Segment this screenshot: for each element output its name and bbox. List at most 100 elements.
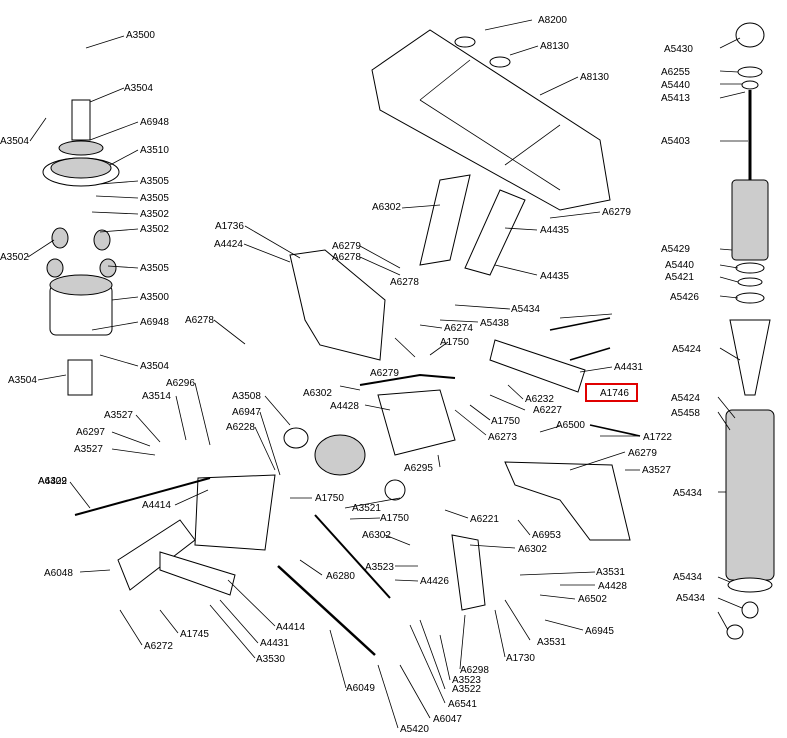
part-label-a6302: A6302 [303, 388, 332, 399]
part-label-a6221: A6221 [470, 514, 499, 525]
part-label-a3504: A3504 [8, 375, 37, 386]
part-label-a3504: A3504 [140, 361, 169, 372]
part-label-a5413: A5413 [661, 93, 690, 104]
part-label-a6948: A6948 [140, 317, 169, 328]
part-label-a3530: A3530 [256, 654, 285, 665]
part-label-a3508: A3508 [232, 391, 261, 402]
part-label-a3500: A3500 [126, 30, 155, 41]
part-label-a5434: A5434 [511, 304, 540, 315]
part-label-a5434: A5434 [673, 572, 702, 583]
part-label-a6048: A6048 [44, 568, 73, 579]
part-label-a3514: A3514 [142, 391, 171, 402]
part-label-a1722: A1722 [643, 432, 672, 443]
part-label-a3531: A3531 [537, 637, 566, 648]
part-label-a6273: A6273 [488, 432, 517, 443]
part-label-a1730: A1730 [506, 653, 535, 664]
part-label-a8130: A8130 [540, 41, 569, 52]
part-label-a6278: A6278 [185, 315, 214, 326]
part-label-a1745: A1745 [180, 629, 209, 640]
part-label-a6298: A6298 [460, 665, 489, 676]
part-label-a6502: A6502 [578, 594, 607, 605]
part-label-a3522: A3522 [452, 684, 481, 695]
part-label-a4428: A4428 [330, 401, 359, 412]
part-label-a3502: A3502 [140, 224, 169, 235]
part-label-a3502: A3502 [0, 252, 29, 263]
part-label-a3505: A3505 [140, 193, 169, 204]
part-label-a5429: A5429 [661, 244, 690, 255]
part-label-a3527: A3527 [104, 410, 133, 421]
part-label-a3505: A3505 [140, 263, 169, 274]
parts-illustrations [42, 22, 775, 656]
part-label-a6049: A6049 [346, 683, 375, 694]
part-label-a5424: A5424 [672, 344, 701, 355]
part-label-a5430: A5430 [664, 44, 693, 55]
part-label-a4435: A4435 [540, 225, 569, 236]
part-label-a1750: A1750 [491, 416, 520, 427]
part-label-a6953: A6953 [532, 530, 561, 541]
part-labels: A3500A3504A3504A6948A3510A3505A3505A3502… [0, 15, 705, 735]
part-label-a4431: A4431 [260, 638, 289, 649]
part-label-a6947: A6947 [232, 407, 261, 418]
part-label-a3523: A3523 [452, 675, 481, 686]
part-label-a4431: A4431 [614, 362, 643, 373]
part-label-a6948: A6948 [140, 117, 169, 128]
part-label-a4429: A4429 [38, 476, 67, 487]
part-label-a5420: A5420 [400, 724, 429, 735]
part-label-a5440: A5440 [661, 80, 690, 91]
part-label-a4435: A4435 [540, 271, 569, 282]
part-label-a4426: A4426 [420, 576, 449, 587]
part-label-a8130: A8130 [580, 72, 609, 83]
part-label-a5458: A5458 [671, 408, 700, 419]
part-label-a6302: A6302 [372, 202, 401, 213]
part-label-a6228: A6228 [226, 422, 255, 433]
part-label-a3505: A3505 [140, 176, 169, 187]
part-label-a4414: A4414 [276, 622, 305, 633]
part-label-a5438: A5438 [480, 318, 509, 329]
part-label-a6302: A6302 [518, 544, 547, 555]
part-label-a5440: A5440 [665, 260, 694, 271]
part-label-a5424: A5424 [671, 393, 700, 404]
highlight-box [585, 383, 638, 402]
leader-lines [27, 19, 748, 729]
part-label-a1736: A1736 [215, 221, 244, 232]
part-label-a1750: A1750 [380, 513, 409, 524]
part-label-a3527: A3527 [74, 444, 103, 455]
part-label-a5434: A5434 [676, 593, 705, 604]
part-label-a6279: A6279 [628, 448, 657, 459]
part-label-a1750: A1750 [440, 337, 469, 348]
part-label-a4424: A4424 [214, 239, 243, 250]
part-label-a6297: A6297 [76, 427, 105, 438]
part-label-a6296: A6296 [166, 378, 195, 389]
part-label-a6272: A6272 [144, 641, 173, 652]
part-label-a3510: A3510 [140, 145, 169, 156]
part-label-a1746: A1746 [600, 388, 629, 399]
part-label-a6945: A6945 [585, 626, 614, 637]
part-label-a8200: A8200 [538, 15, 567, 26]
part-label-a6274: A6274 [444, 323, 473, 334]
part-label-a4428: A4428 [598, 581, 627, 592]
part-label-a6232: A6232 [525, 394, 554, 405]
part-label-a5434: A5434 [673, 488, 702, 499]
part-label-a5421: A5421 [665, 272, 694, 283]
part-label-a1750: A1750 [315, 493, 344, 504]
part-label-a6279: A6279 [602, 207, 631, 218]
part-label-a6500: A6500 [556, 420, 585, 431]
part-label-a6278: A6278 [332, 252, 361, 263]
part-label-a6047: A6047 [433, 714, 462, 725]
part-label-a3500: A3500 [140, 292, 169, 303]
part-label-a6279: A6279 [370, 368, 399, 379]
part-label-a6279: A6279 [332, 241, 361, 252]
part-label-a3527: A3527 [642, 465, 671, 476]
part-label-a3531: A3531 [596, 567, 625, 578]
part-label-a3523: A3523 [365, 562, 394, 573]
part-label-a6255: A6255 [661, 67, 690, 78]
part-label-a4414: A4414 [142, 500, 171, 511]
part-label-a3504: A3504 [0, 136, 29, 147]
part-label-a6280: A6280 [326, 571, 355, 582]
part-label-a3521: A3521 [352, 503, 381, 514]
part-label-a6278: A6278 [390, 277, 419, 288]
part-label-a6295: A6295 [404, 463, 433, 474]
part-label-a3502: A3502 [140, 209, 169, 220]
